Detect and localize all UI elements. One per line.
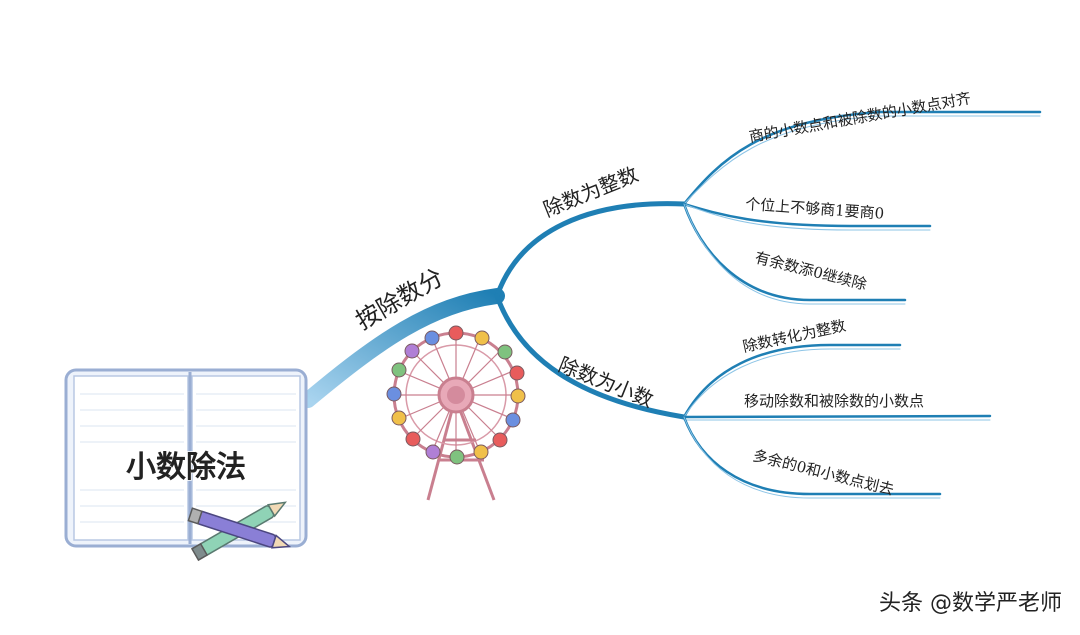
leaf-label-2: 个位上不够商1要商0 xyxy=(745,195,885,223)
leaf-line-4-shadow xyxy=(683,348,901,418)
ferris-wheel-icon xyxy=(386,325,526,501)
leaf-line-3-shadow xyxy=(683,203,906,305)
main-branch-line xyxy=(300,288,505,408)
leaf-label-4: 除数转化为整数 xyxy=(741,316,847,355)
leaf-line-6-shadow xyxy=(683,416,941,499)
leaf-label-5: 移动除数和被除数的小数点 xyxy=(744,392,924,410)
leaf-line-4 xyxy=(682,343,902,419)
pencil-icon xyxy=(187,501,292,562)
notebook-title: 小数除法 xyxy=(126,450,246,485)
branch-line-integer xyxy=(494,201,687,299)
leaf-line-1-shadow xyxy=(683,115,1041,205)
watermark-text: 头条 @数学严老师 xyxy=(879,591,1062,616)
leaf-label-3: 有余数添0继续除 xyxy=(753,248,868,293)
leaf-line-2-shadow xyxy=(683,203,931,231)
branch-line-decimal xyxy=(494,293,687,420)
notebook-illustration xyxy=(64,368,308,548)
leaf-line-2 xyxy=(682,202,932,228)
leaf-line-6 xyxy=(682,415,942,496)
leaf-line-1 xyxy=(682,110,1042,206)
leaf-line-5 xyxy=(682,414,992,419)
leaf-label-1: 商的小数点和被除数的小数点对齐 xyxy=(748,89,973,146)
branch-lines xyxy=(300,110,1042,499)
